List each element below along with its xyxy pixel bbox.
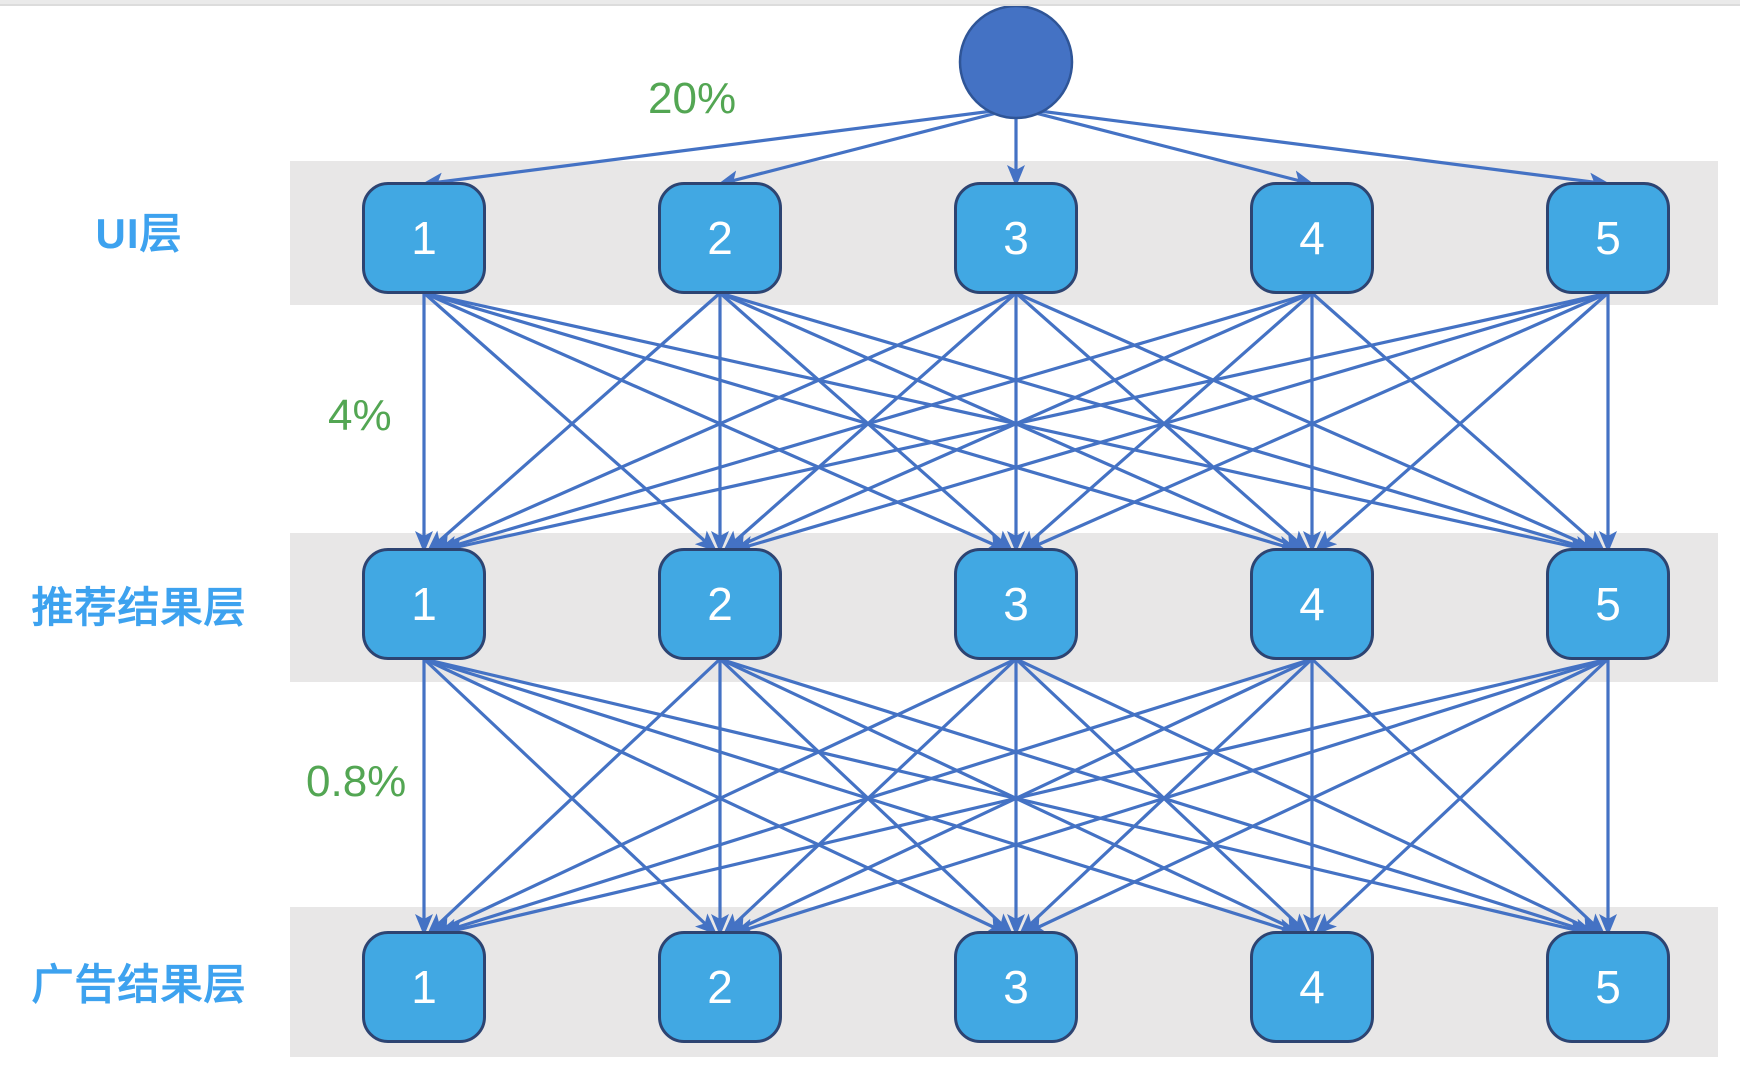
rate-recommend-to-ad: 0.8% bbox=[306, 757, 407, 806]
root-node-circle bbox=[958, 4, 1074, 120]
rate-ui-to-recommend: 4% bbox=[328, 391, 392, 440]
ui-layer-label: UI层 bbox=[95, 210, 183, 257]
rate-root-to-ui: 20% bbox=[648, 74, 737, 123]
ad-layer-node-3: 3 bbox=[954, 931, 1078, 1043]
ui-layer-node-2: 2 bbox=[658, 182, 782, 294]
recommend-layer-node-1: 1 bbox=[362, 548, 486, 660]
ad-layer-node-5: 5 bbox=[1546, 931, 1670, 1043]
ad-layer-node-4: 4 bbox=[1250, 931, 1374, 1043]
ad-layer-node-2: 2 bbox=[658, 931, 782, 1043]
recommend-layer-node-5: 5 bbox=[1546, 548, 1670, 660]
window-top-strip bbox=[0, 0, 1740, 6]
ui-layer-node-1: 1 bbox=[362, 182, 486, 294]
ad-layer-node-1: 1 bbox=[362, 931, 486, 1043]
recommend-layer-node-3: 3 bbox=[954, 548, 1078, 660]
ui-layer-node-3: 3 bbox=[954, 182, 1078, 294]
ad-layer-label: 广告结果层 bbox=[31, 961, 247, 1008]
recommend-layer-label: 推荐结果层 bbox=[31, 584, 247, 631]
ui-layer-node-5: 5 bbox=[1546, 182, 1670, 294]
ui-layer-node-4: 4 bbox=[1250, 182, 1374, 294]
recommend-layer-node-2: 2 bbox=[658, 548, 782, 660]
recommend-layer-node-4: 4 bbox=[1250, 548, 1374, 660]
